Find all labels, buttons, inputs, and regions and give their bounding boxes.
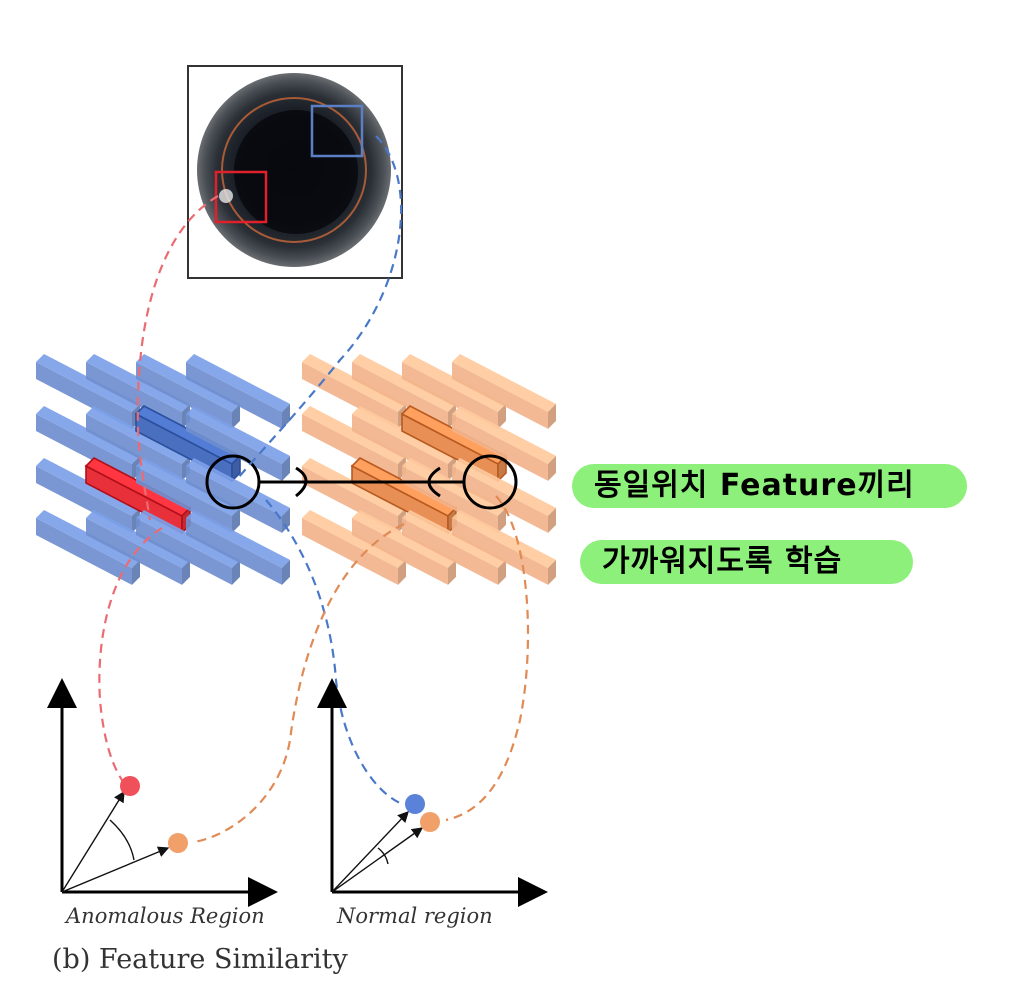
- normal-plot: [317, 678, 548, 907]
- anomalous-plot: [47, 678, 278, 907]
- blue-bar-0-3: [186, 354, 290, 429]
- orange-bar-0-2: [402, 354, 506, 429]
- orange-bar-3-1: [352, 510, 456, 585]
- anomalous-region-label: Anomalous Region: [66, 904, 265, 928]
- blue-bar-0-2: [136, 354, 240, 429]
- blue-bar-3-1: [86, 510, 190, 585]
- red-dash-top: [136, 195, 219, 521]
- orange-bar-3-0: [302, 510, 406, 585]
- anom-red-point: [120, 776, 140, 796]
- norm-angle-arc: [377, 847, 389, 865]
- alignment-indicator: [205, 454, 518, 510]
- orange-dash-left: [193, 523, 405, 844]
- orange-bar-1-3: [452, 406, 556, 481]
- annotation-line-2: 가까워지도록 학습: [580, 540, 913, 584]
- annotation-line-1: 동일위치 Feature끼리: [572, 464, 967, 508]
- norm-vector-orange: [331, 827, 424, 893]
- blue-bar-3-3: [186, 510, 290, 585]
- orange-dash-right: [445, 495, 530, 822]
- normal-patch-box: [310, 104, 364, 158]
- blue-feature-grid: [36, 354, 290, 585]
- blue-bar-2-3: [186, 458, 290, 533]
- figure-caption: (b) Feature Similarity: [52, 944, 348, 975]
- anom-orange-point: [168, 833, 188, 853]
- anom-angle-arc: [109, 819, 135, 861]
- normal-region-label: Normal region: [337, 904, 493, 928]
- right-arrow-head: [427, 466, 441, 498]
- orange-bar-3-2: [402, 510, 506, 585]
- blue-dash-top: [237, 135, 403, 479]
- red-dash-bottom: [98, 527, 163, 787]
- norm-vector-blue: [331, 810, 409, 893]
- blue-bar-3-0: [36, 510, 140, 585]
- anom-vector-red: [61, 790, 125, 893]
- left-arrow-head: [295, 466, 308, 498]
- input-image: [187, 65, 403, 279]
- orange-bar-0-3: [452, 354, 556, 429]
- norm-orange-point: [420, 812, 440, 832]
- anom-vector-orange: [61, 846, 170, 893]
- blue-bar-3-2: [136, 510, 240, 585]
- orange-feature-grid: [302, 354, 556, 585]
- norm-blue-point: [405, 794, 425, 814]
